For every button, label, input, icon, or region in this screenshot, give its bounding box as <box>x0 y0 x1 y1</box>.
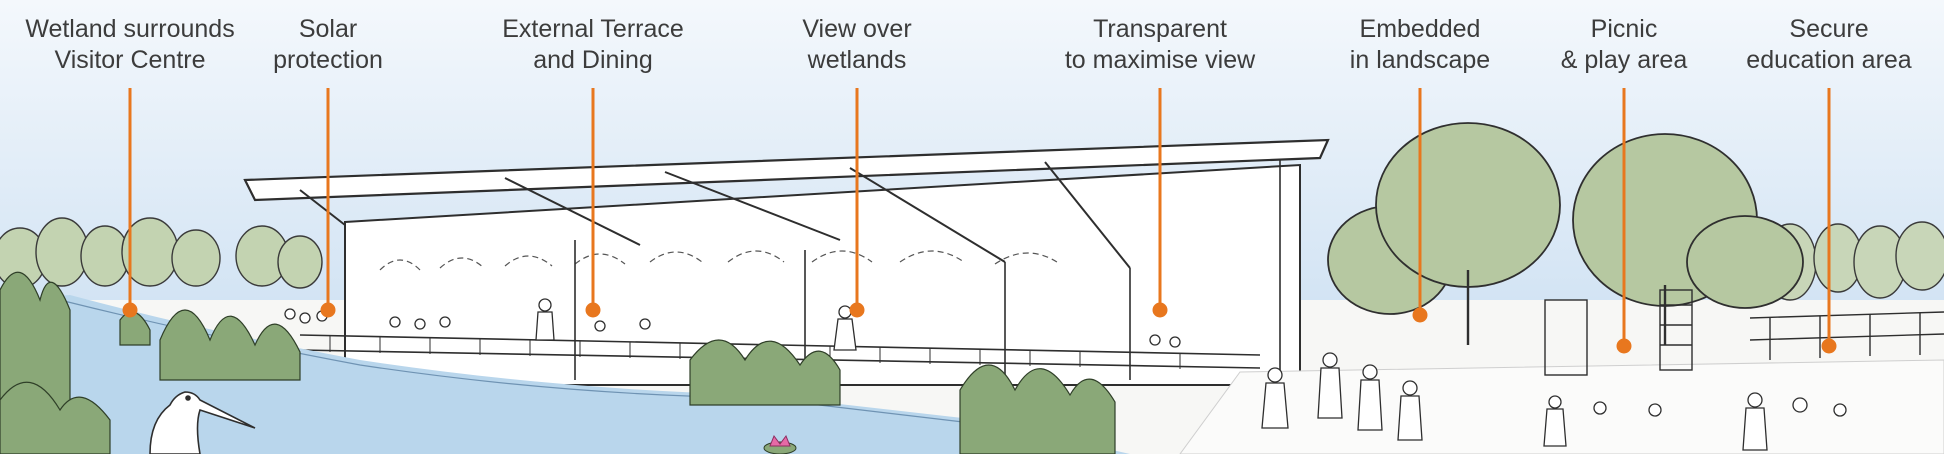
callout-picnic-line2: & play area <box>1560 46 1688 74</box>
callout-terrace: External Terrace and Dining <box>488 14 698 76</box>
callout-picnic-line1: Picnic <box>1590 15 1658 43</box>
leader-lines <box>122 88 1837 354</box>
leader-dot-picnic <box>1616 338 1632 354</box>
callout-embedded-line2: in landscape <box>1349 46 1491 74</box>
callout-education: Secure education area <box>1724 14 1934 76</box>
callout-view: View over wetlands <box>752 14 962 76</box>
callout-education-line2: education area <box>1746 46 1912 74</box>
callout-wetland-line2: Visitor Centre <box>54 46 206 74</box>
feature-trees <box>1327 122 1804 315</box>
callout-solar-line2: protection <box>273 46 383 74</box>
leader-dot-terrace <box>585 302 601 318</box>
callout-terrace-line2: and Dining <box>533 46 653 74</box>
callout-wetland: Wetland surrounds Visitor Centre <box>25 14 235 76</box>
callout-solar: Solar protection <box>223 14 433 76</box>
callout-embedded-line1: Embedded <box>1359 15 1481 43</box>
leader-dot-education <box>1821 338 1837 354</box>
callout-education-line1: Secure <box>1789 15 1869 43</box>
callout-transparent-line1: Transparent <box>1093 15 1227 43</box>
building <box>243 138 1330 386</box>
callout-terrace-line1: External Terrace <box>502 15 684 43</box>
education-fence <box>1544 289 1944 376</box>
callout-view-line2: wetlands <box>807 46 907 74</box>
callout-picnic: Picnic & play area <box>1519 14 1729 76</box>
leader-dot-transparent <box>1152 302 1168 318</box>
water-edge <box>59 299 981 425</box>
callout-transparent: Transparent to maximise view <box>1055 14 1265 76</box>
callout-view-line1: View over <box>802 15 912 43</box>
water <box>0 295 1130 454</box>
visitors <box>1261 352 1847 451</box>
reeds <box>0 271 1116 454</box>
heron-icon <box>149 391 256 454</box>
callout-transparent-line2: to maximise view <box>1064 46 1256 74</box>
callout-wetland-line1: Wetland surrounds <box>25 15 235 43</box>
leader-dot-wetland <box>122 302 138 318</box>
tree-trunks <box>1466 270 1667 345</box>
callout-embedded: Embedded in landscape <box>1315 14 1525 76</box>
callout-solar-line1: Solar <box>298 15 358 43</box>
leader-dot-solar <box>320 302 336 318</box>
leader-dot-view <box>849 302 865 318</box>
lily-icon <box>763 434 797 454</box>
leader-dot-embedded <box>1412 307 1428 323</box>
tree-line-left <box>0 217 323 289</box>
